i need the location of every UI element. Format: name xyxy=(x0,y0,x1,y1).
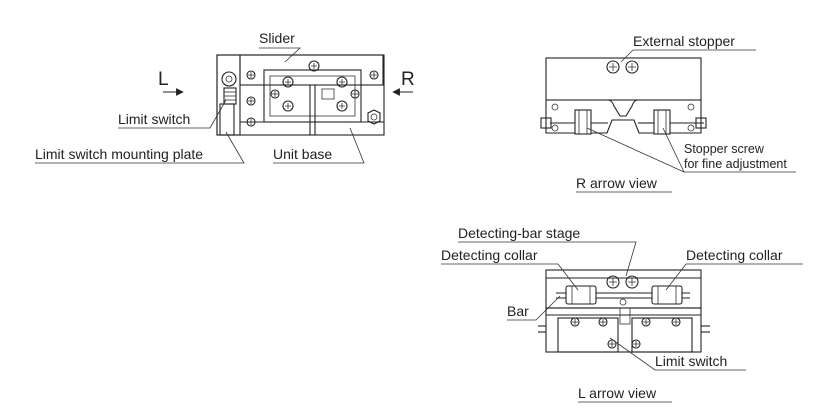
limit-switch-leader xyxy=(118,99,227,129)
detecting-collar-right-label: Detecting collar xyxy=(686,247,783,263)
left-direction-label: L xyxy=(158,69,169,90)
slider-leader xyxy=(259,47,302,63)
slider-screws xyxy=(246,60,381,127)
bar-leader xyxy=(507,295,561,321)
unit-base-leader xyxy=(273,127,365,164)
limit-switch-lview-leader xyxy=(609,337,746,371)
limit-switch-shape xyxy=(219,87,237,136)
top-view-drawing xyxy=(216,54,385,136)
right-direction-label: R xyxy=(401,69,415,90)
detecting-collar-left-leader xyxy=(441,263,579,291)
stopper-screw-label-line1: Stopper screw xyxy=(684,142,765,156)
limit-switch-mounting-plate-leader xyxy=(35,131,245,164)
limit-switch-label: Limit switch xyxy=(118,111,190,127)
slider-label: Slider xyxy=(259,30,295,46)
l-arrow-view-caption: L arrow view xyxy=(578,385,657,401)
r-arrow-view-caption: R arrow view xyxy=(576,175,658,191)
r-arrow-view-drawing xyxy=(540,57,707,135)
detecting-bar-stage-leader xyxy=(458,241,637,277)
limit-switch-lview-label: Limit switch xyxy=(655,353,727,369)
stopper-screw-leader-right xyxy=(662,127,685,173)
limit-switch-mounting-plate-label: Limit switch mounting plate xyxy=(35,146,203,162)
stopper-screw-label-line2: for fine adjustment xyxy=(684,157,787,171)
detecting-collar-left-label: Detecting collar xyxy=(441,247,538,263)
unit-base-label: Unit base xyxy=(273,146,332,162)
bar-label: Bar xyxy=(507,303,529,319)
l-arrow-view-drawing xyxy=(538,269,710,353)
detecting-bar-stage-label: Detecting-bar stage xyxy=(458,225,580,241)
external-stopper-label: External stopper xyxy=(633,33,735,49)
detecting-collar-right-leader xyxy=(665,263,803,291)
